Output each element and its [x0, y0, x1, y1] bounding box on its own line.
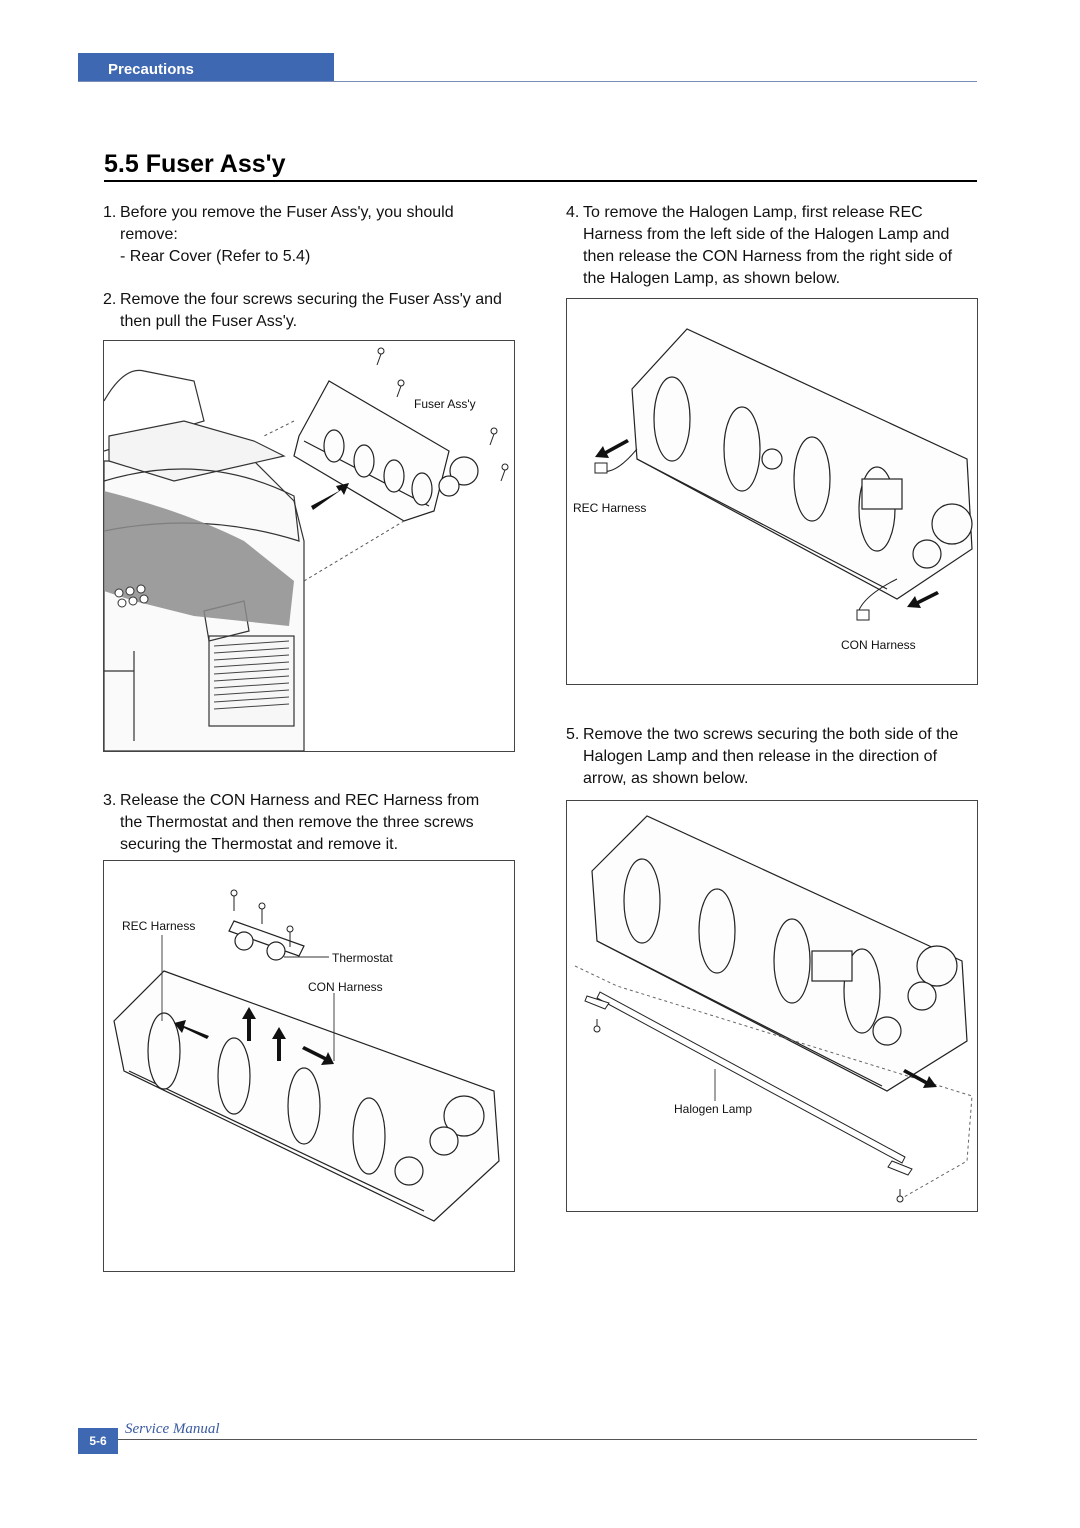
step-number: 3.	[103, 792, 117, 809]
section-tab-label: Precautions	[108, 61, 194, 78]
figure-fuser-removal: Fuser Ass'y	[103, 340, 515, 752]
figure-harness-release: REC Harness CON Harness	[566, 298, 978, 685]
step-3: 3. Release the CON Harness and REC Harne…	[103, 790, 523, 856]
harness-illustration	[594, 328, 973, 621]
step-text: To remove the Halogen Lamp, first releas…	[583, 202, 986, 290]
label-con-harness: CON Harness	[308, 980, 383, 994]
step-number: 5.	[566, 726, 580, 743]
step-line: securing the Thermostat and remove it.	[120, 836, 399, 853]
step-number: 4.	[566, 204, 580, 221]
step-4: 4. To remove the Halogen Lamp, first rel…	[566, 202, 986, 290]
figure-thermostat-removal: REC Harness Thermostat CON Harness	[103, 860, 515, 1272]
step-line: arrow, as shown below.	[583, 770, 749, 787]
step-text: Remove the four screws securing the Fuse…	[120, 289, 523, 333]
label-halogen-lamp: Halogen Lamp	[674, 1102, 753, 1116]
step-number: 2.	[103, 291, 117, 308]
step-line: remove:	[120, 226, 178, 243]
section-tab: Precautions	[78, 53, 334, 82]
step-line: Remove the two screws securing the both …	[583, 726, 959, 743]
label-con-harness: CON Harness	[841, 638, 916, 652]
step-line: Before you remove the Fuser Ass'y, you s…	[120, 204, 454, 221]
step-line: - Rear Cover (Refer to 5.4)	[120, 248, 311, 265]
step-line: Release the CON Harness and REC Harness …	[120, 792, 480, 809]
label-thermostat: Thermostat	[332, 951, 393, 965]
step-text: Before you remove the Fuser Ass'y, you s…	[120, 202, 523, 268]
step-2: 2. Remove the four screws securing the F…	[103, 289, 523, 333]
page-number: 5-6	[78, 1428, 118, 1454]
step-5: 5. Remove the two screws securing the bo…	[566, 724, 986, 790]
label-rec-harness: REC Harness	[573, 501, 647, 515]
step-number: 1.	[103, 204, 117, 221]
step-line: then release the CON Harness from the ri…	[583, 248, 953, 265]
footer-rule	[78, 1439, 977, 1440]
label-fuser-assy: Fuser Ass'y	[414, 397, 476, 411]
figure-halogen-lamp-removal: Halogen Lamp	[566, 800, 978, 1212]
step-text: Release the CON Harness and REC Harness …	[120, 790, 523, 856]
step-1: 1. Before you remove the Fuser Ass'y, yo…	[103, 202, 523, 268]
step-line: the Halogen Lamp, as shown below.	[583, 270, 841, 287]
step-line: then pull the Fuser Ass'y.	[120, 313, 298, 330]
footer-manual-title: Service Manual	[125, 1421, 220, 1437]
title-rule	[104, 180, 977, 182]
step-line: Harness from the left side of the Haloge…	[583, 226, 950, 243]
step-line: To remove the Halogen Lamp, first releas…	[583, 204, 923, 221]
label-rec-harness: REC Harness	[122, 919, 196, 933]
step-text: Remove the two screws securing the both …	[583, 724, 986, 790]
fuser-removal-illustration	[104, 347, 509, 751]
step-line: the Thermostat and then remove the three…	[120, 814, 474, 831]
halogen-lamp-illustration	[574, 815, 973, 1203]
step-line: Remove the four screws securing the Fuse…	[120, 291, 502, 308]
thermostat-illustration	[113, 889, 500, 1222]
header-rule	[78, 81, 977, 82]
step-line: Halogen Lamp and then release in the dir…	[583, 748, 938, 765]
page-title: 5.5 Fuser Ass'y	[104, 150, 286, 178]
